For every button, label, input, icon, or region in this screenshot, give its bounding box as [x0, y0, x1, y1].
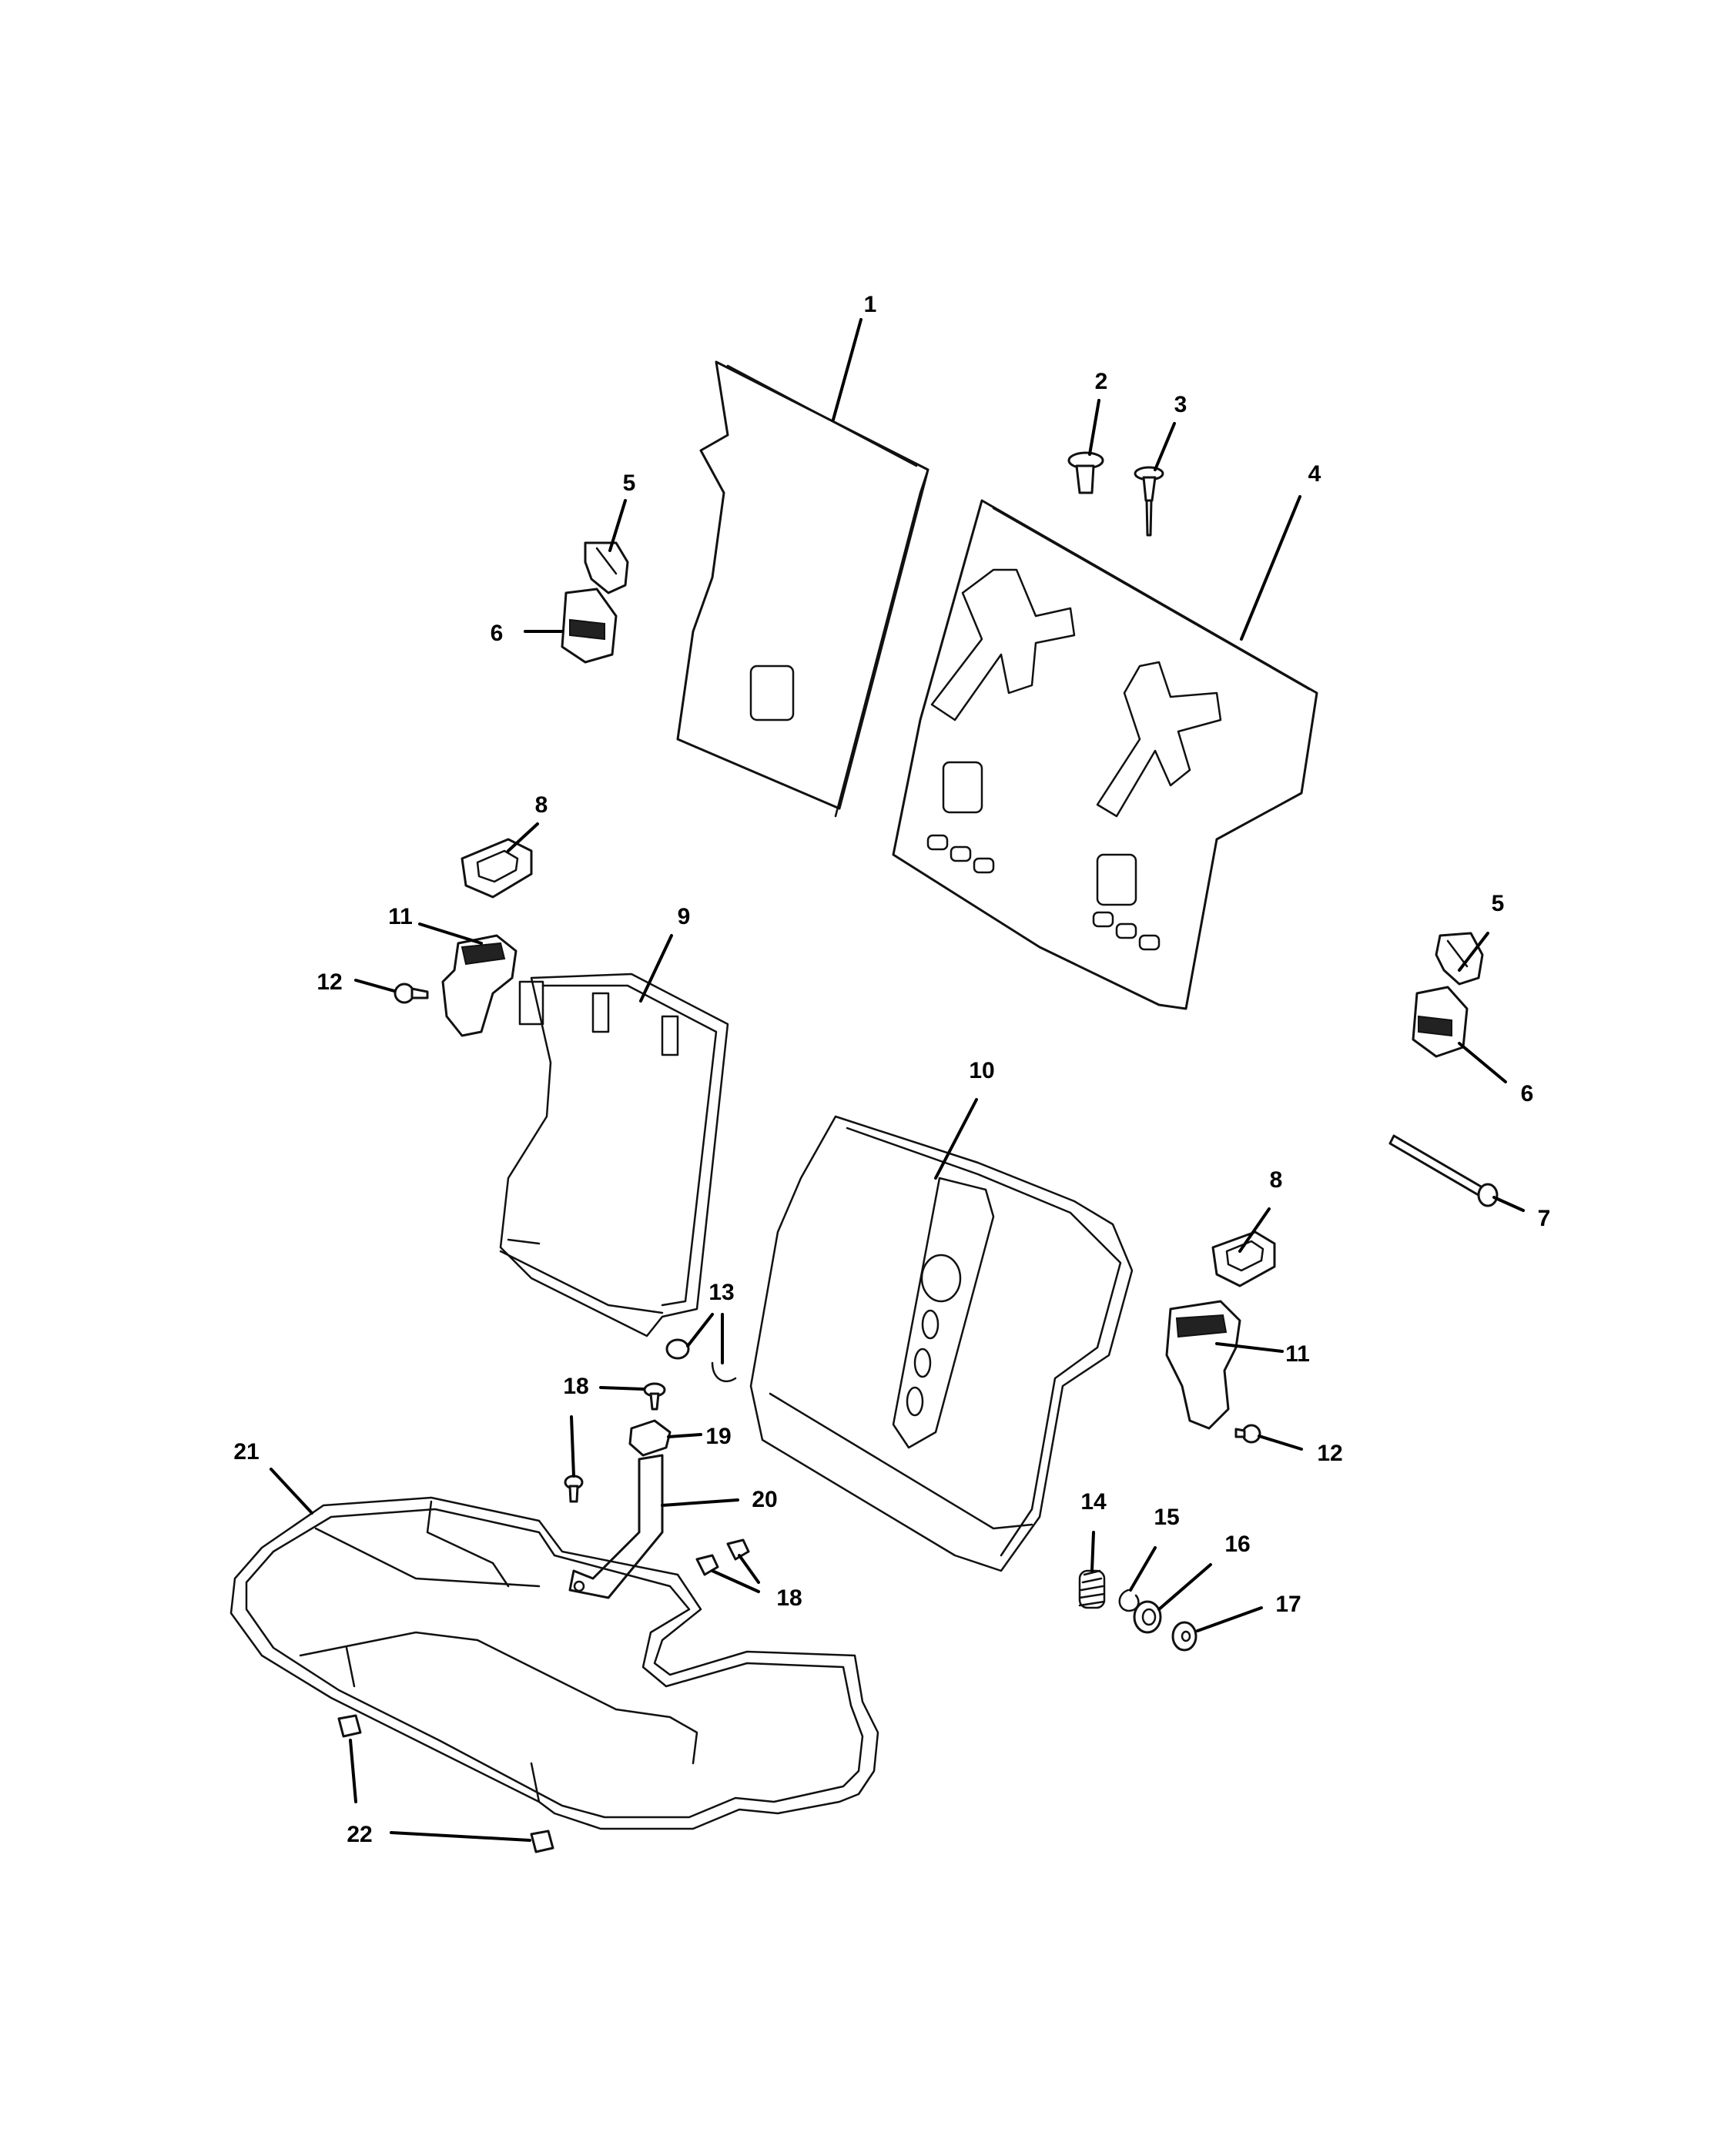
leader-13a — [686, 1313, 714, 1348]
push-pin-clip — [1067, 451, 1104, 494]
callout-12-left: 12 — [317, 969, 342, 995]
callout-1: 1 — [864, 292, 877, 317]
leader-19 — [667, 1433, 702, 1438]
leader-7 — [1492, 1196, 1525, 1212]
leader-18a — [599, 1386, 645, 1391]
bolt-right — [1234, 1424, 1261, 1444]
seat-back-frame-large — [749, 1115, 1134, 1572]
callout-5-upper-left: 5 — [623, 470, 636, 496]
leader-12a — [354, 979, 396, 993]
callout-9: 9 — [678, 904, 691, 929]
leader-17 — [1196, 1606, 1263, 1632]
callout-13: 13 — [708, 1280, 734, 1305]
leader-11a — [418, 922, 483, 945]
leader-11b — [1215, 1342, 1284, 1353]
long-bolt — [1388, 1134, 1499, 1207]
trim-bezel-left — [461, 838, 533, 899]
callout-10: 10 — [969, 1058, 994, 1083]
clip-19 — [628, 1419, 672, 1457]
callout-11-right: 11 — [1285, 1341, 1310, 1367]
callout-15: 15 — [1154, 1505, 1179, 1530]
callout-20: 20 — [752, 1487, 777, 1512]
callout-14: 14 — [1080, 1489, 1107, 1515]
callout-8-right: 8 — [1270, 1167, 1283, 1193]
clip-13 — [665, 1338, 737, 1383]
leader-6b — [1458, 1042, 1507, 1083]
latch-bracket-right — [1435, 932, 1484, 986]
bracket-20 — [568, 1454, 664, 1599]
washer — [1171, 1621, 1197, 1652]
callout-19: 19 — [705, 1424, 731, 1449]
spring — [1078, 1569, 1106, 1609]
callout-22: 22 — [347, 1822, 372, 1847]
leader-15 — [1129, 1546, 1157, 1592]
callout-5-right: 5 — [1492, 891, 1505, 916]
leader-12b — [1258, 1435, 1303, 1451]
clips-22 — [337, 1714, 554, 1853]
callout-7: 7 — [1538, 1206, 1551, 1231]
leader-18c — [711, 1569, 760, 1593]
latch-bracket-upper-left — [584, 541, 629, 594]
callout-3: 3 — [1174, 392, 1187, 417]
clips-18-lower — [695, 1538, 750, 1576]
leader-20 — [661, 1498, 739, 1507]
retaining-clip — [1118, 1589, 1140, 1612]
trim-bezel-right — [1211, 1230, 1276, 1287]
callout-21: 21 — [233, 1439, 259, 1465]
callout-18-lower: 18 — [776, 1585, 802, 1611]
seat-back-frame-small — [499, 973, 729, 1337]
seat-back-panel-right — [892, 499, 1318, 1010]
seat-back-panel-left — [676, 360, 929, 818]
callout-6-right: 6 — [1521, 1081, 1534, 1106]
latch-right — [1412, 986, 1469, 1058]
callout-4: 4 — [1308, 461, 1321, 487]
callout-11-left: 11 — [388, 904, 413, 929]
leader-lines — [270, 318, 1525, 1842]
rivet — [1134, 466, 1164, 537]
leader-16 — [1157, 1563, 1212, 1611]
leader-3 — [1154, 422, 1176, 471]
leader-21 — [270, 1468, 313, 1515]
callout-6-upper-left: 6 — [491, 621, 504, 646]
leader-22b — [390, 1831, 531, 1842]
leader-22a — [349, 1739, 357, 1803]
bushing — [1133, 1600, 1162, 1634]
leader-10 — [934, 1098, 978, 1180]
callout-16: 16 — [1224, 1532, 1250, 1557]
leader-8a — [507, 822, 539, 852]
callout-8-left: 8 — [535, 792, 548, 818]
leader-1 — [832, 318, 862, 421]
leader-5b — [1458, 932, 1489, 972]
callout-18-upper: 18 — [563, 1374, 588, 1399]
leader-5a — [608, 499, 627, 552]
seat-cushion-wire-frame — [229, 1496, 879, 1830]
latch-upper-left — [561, 588, 618, 664]
leader-18d — [738, 1554, 760, 1584]
recliner-right — [1165, 1300, 1241, 1430]
leader-14 — [1090, 1531, 1095, 1572]
recliner-left — [441, 934, 518, 1037]
leader-4 — [1240, 495, 1301, 641]
callout-2: 2 — [1095, 369, 1108, 394]
callout-17: 17 — [1275, 1592, 1301, 1617]
callout-labels: 1 2 3 4 5 6 8 11 12 9 10 5 6 7 8 11 12 1… — [233, 292, 1550, 1847]
leader-18b — [570, 1415, 575, 1478]
leader-2 — [1088, 399, 1100, 456]
leader-9 — [639, 934, 673, 1003]
bolt-left — [394, 983, 429, 1004]
callout-12-right: 12 — [1317, 1441, 1342, 1466]
leader-8b — [1238, 1207, 1271, 1253]
